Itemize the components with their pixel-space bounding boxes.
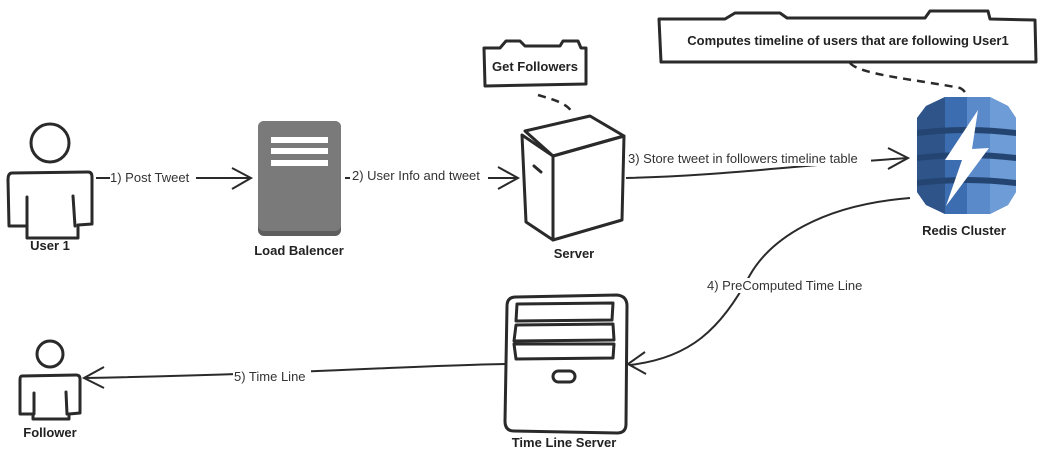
note-computes-timeline: Computes timeline of users that are foll… xyxy=(657,9,1038,64)
edge-store-tweet[interactable]: 3) Store tweet in followers timeline tab… xyxy=(625,147,911,179)
note-text-computes-timeline: Computes timeline of users that are foll… xyxy=(687,33,1008,48)
edge-label-user-info: 2) User Info and tweet xyxy=(352,168,480,183)
note-text-get-followers: Get Followers xyxy=(492,59,578,74)
node-label-load-balancer: Load Balencer xyxy=(254,243,344,258)
person-icon xyxy=(6,122,94,240)
node-redis-cluster[interactable]: Redis Cluster xyxy=(917,97,1016,238)
redis-elasticache-icon xyxy=(917,97,1016,214)
node-label-timeline-server: Time Line Server xyxy=(512,435,617,450)
node-timeline-server[interactable]: Time Line Server xyxy=(503,293,629,450)
edge-label-time-line: 5) Time Line xyxy=(234,369,306,384)
node-server[interactable]: Server xyxy=(520,114,626,261)
server-rack-icon xyxy=(258,121,341,236)
server-tower-icon xyxy=(520,114,626,242)
edge-user-info[interactable]: 2) User Info and tweet xyxy=(345,166,521,190)
edge-post-tweet[interactable]: 1) Post Tweet xyxy=(96,167,254,190)
node-load-balancer[interactable]: Load Balencer xyxy=(254,121,344,258)
node-label-redis: Redis Cluster xyxy=(922,223,1006,238)
node-follower[interactable]: Follower xyxy=(18,339,82,440)
edge-time-line[interactable]: 5) Time Line xyxy=(81,363,506,389)
node-label-user1: User 1 xyxy=(30,238,70,253)
node-label-server: Server xyxy=(554,246,594,261)
server-tower-icon xyxy=(503,293,629,435)
edge-label-precomputed: 4) PreComputed Time Line xyxy=(707,278,862,293)
person-icon xyxy=(18,339,82,421)
edge-label-post-tweet: 1) Post Tweet xyxy=(110,170,190,185)
note-connector-computes xyxy=(849,62,968,97)
note-connector-get-followers xyxy=(537,93,575,116)
edge-precomputed[interactable]: 4) PreComputed Time Line xyxy=(626,197,911,375)
node-label-follower: Follower xyxy=(23,425,76,440)
note-get-followers: Get Followers xyxy=(482,39,588,88)
node-user1[interactable]: User 1 xyxy=(6,122,94,253)
edge-label-store-tweet: 3) Store tweet in followers timeline tab… xyxy=(628,151,858,166)
